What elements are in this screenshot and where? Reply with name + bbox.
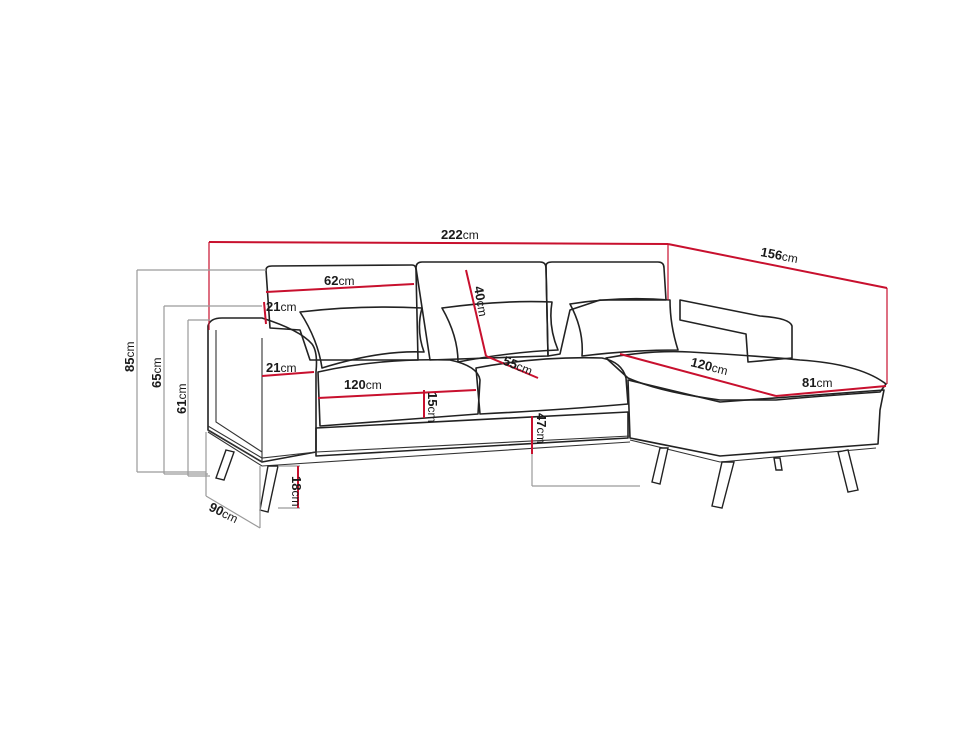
dim-chaise-seat-line <box>619 353 777 397</box>
label-back-cushion-top: 21cm <box>266 299 296 314</box>
dimension-lines <box>136 241 888 529</box>
label-chaise-seat: 120cm <box>689 354 729 378</box>
label-total-depth: 90cm <box>207 499 241 526</box>
back-cushion-left <box>265 264 419 361</box>
dim-armrest-width-line <box>261 371 315 377</box>
dim-chaise-length-line <box>667 243 888 289</box>
dim-backrest-width-line <box>265 283 415 293</box>
dim-total-depth-guide <box>205 432 261 529</box>
label-seat-height: 47cm <box>534 413 549 443</box>
label-seat-thickness: 15cm <box>425 392 440 422</box>
armrest-left-front <box>207 338 263 463</box>
chaise-armrest <box>679 299 793 363</box>
dim-back-height-line <box>465 269 487 357</box>
dim-seat-depth-line <box>485 355 539 379</box>
label-chaise-length: 156cm <box>759 244 799 266</box>
back-cushion-right <box>545 261 667 357</box>
leg-front-left <box>215 449 235 481</box>
leg-front-armrest <box>259 465 279 513</box>
leg-chaise-front <box>711 461 735 509</box>
label-total-width: 222cm <box>441 227 479 242</box>
pillow-right <box>569 297 679 357</box>
label-total-height: 85cm <box>122 342 137 372</box>
sofa-base-plinth <box>207 425 631 467</box>
label-back-height: 40cm <box>471 285 491 318</box>
armrest-left <box>207 317 318 463</box>
label-seat-width: 120cm <box>344 377 382 392</box>
dim-total-height-guide <box>136 269 266 473</box>
seat-cushion-middle <box>475 356 629 415</box>
pillow-left <box>299 306 425 369</box>
seat-cushion-left <box>317 358 481 427</box>
leg-chaise-right <box>837 449 859 493</box>
pillow-middle <box>441 300 559 363</box>
dim-leg-height-guide <box>278 465 300 509</box>
sofa-outline <box>207 261 887 513</box>
dim-total-width-line <box>208 241 669 245</box>
label-armrest-width: 21cm <box>266 360 296 375</box>
leg-chaise-left <box>651 447 669 485</box>
label-leg-height: 18cm <box>289 476 304 506</box>
armrest-left-panel <box>215 330 263 453</box>
label-chaise-width: 81cm <box>802 375 832 390</box>
label-seat-side-height: 61cm <box>174 384 189 414</box>
dimension-labels: 222cm 156cm 62cm 21cm 40cm 21cm 120cm 55… <box>122 227 832 526</box>
dim-chaise-width-line <box>775 385 887 397</box>
sofa-base <box>315 411 629 457</box>
dim-seat-side-height-guide <box>187 319 210 477</box>
label-armrest-height: 65cm <box>149 358 164 388</box>
dim-armrest-height-guide <box>163 305 262 475</box>
label-backrest-width: 62cm <box>324 273 354 288</box>
dim-seat-width-line <box>317 389 477 399</box>
leg-chaise-back <box>773 457 783 471</box>
dim-back-cushion-top-line <box>263 301 267 325</box>
label-seat-depth: 55cm <box>501 353 535 378</box>
chaise-base <box>627 379 885 457</box>
dim-total-width-ext <box>208 242 669 330</box>
